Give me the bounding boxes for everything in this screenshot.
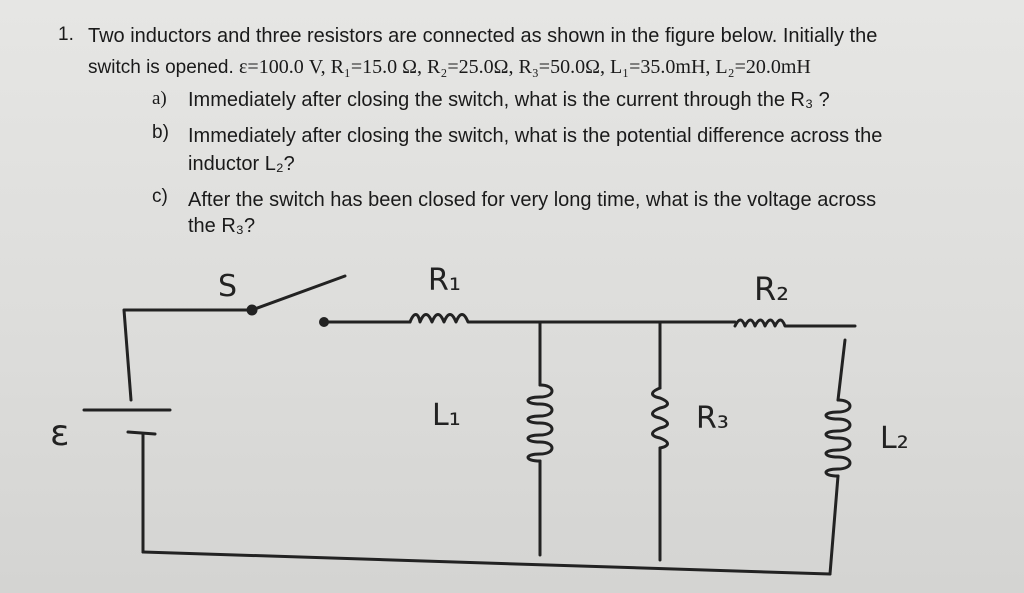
resistor-r3: [651, 386, 669, 450]
r1-label: R₁: [428, 263, 461, 298]
part-b-label: b): [152, 122, 169, 143]
wire-left-top: [122, 308, 252, 402]
intro-line-2: switch is opened. ε=100.0 V, R₁=15.0 Ω, …: [88, 55, 811, 80]
l1-label: L₁: [432, 398, 461, 433]
resistor-r1: [408, 313, 480, 324]
part-c-label: c): [152, 186, 168, 207]
part-c-question-line-2: the R₃?: [188, 215, 256, 237]
r3-label: R₃: [696, 401, 729, 436]
part-c-question-line-1: After the switch has been closed for ver…: [188, 189, 877, 211]
question-number: 1.: [58, 24, 74, 45]
resistor-r2: [733, 318, 857, 328]
given-values: ε=100.0 V, R₁=15.0 Ω, R₂=25.0Ω, R₃=50.0Ω…: [239, 56, 811, 78]
inductor-l1: [526, 383, 554, 463]
r2-label: R₂: [754, 270, 789, 308]
switch-blade: [250, 274, 347, 312]
inductor-l2: [824, 398, 852, 478]
emf-label: ε: [50, 413, 69, 454]
intro-line-1: Two inductors and three resistors are co…: [88, 25, 878, 47]
part-b-question-line-2: inductor L₂?: [188, 153, 295, 175]
switch-label: S: [218, 269, 237, 304]
wire-bottom: [141, 550, 832, 576]
part-b-question-line-1: Immediately after closing the switch, wh…: [188, 125, 883, 147]
part-a-label: a): [152, 88, 167, 109]
l2-label: L₂: [880, 421, 909, 456]
wire-l2-bottom: [828, 474, 840, 576]
wire-l2-top: [836, 338, 847, 402]
battery-short-plate: [126, 430, 157, 436]
switch-pivot: [246, 304, 258, 316]
intro-line-2-prefix: switch is opened.: [88, 57, 240, 78]
part-a-question: Immediately after closing the switch, wh…: [188, 89, 830, 111]
